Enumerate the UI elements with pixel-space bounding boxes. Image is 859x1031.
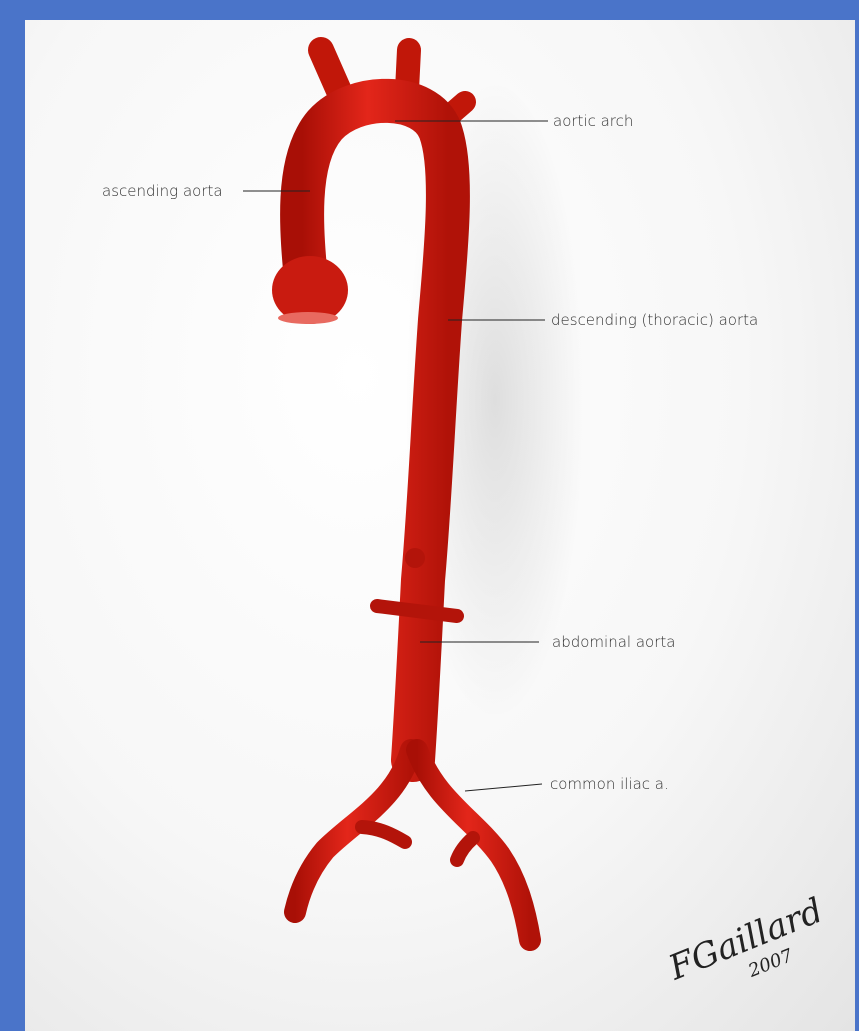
signature-name: FGaillard	[662, 891, 828, 989]
signature-graphic: FGaillard 2007	[25, 20, 855, 1031]
diagram-canvas: aortic arch ascending aorta descending (…	[25, 20, 855, 1031]
